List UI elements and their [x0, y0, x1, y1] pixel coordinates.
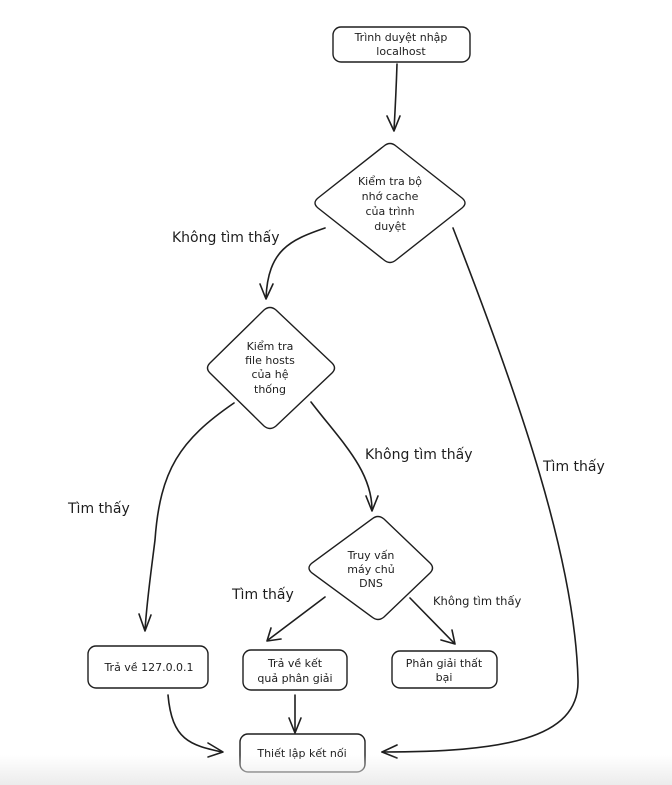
node-check-hosts-line-4: thống: [254, 383, 286, 396]
edge-label-cache-found: Tìm thấy: [542, 459, 605, 475]
arrowhead-icon: [138, 613, 152, 632]
edge-dns-to-result[interactable]: [266, 596, 326, 642]
node-check-hosts-line-2: file hosts: [245, 354, 295, 367]
node-resolve-fail[interactable]: Phân giải thất bại: [391, 650, 498, 689]
edge-hosts-to-local[interactable]: [138, 402, 235, 632]
node-connect-line-1: Thiết lập kết nối: [256, 747, 346, 760]
node-start-line-2: localhost: [376, 45, 426, 58]
edge-cache-to-hosts[interactable]: [259, 227, 326, 300]
node-resolve-fail-line-1: Phân giải thất: [406, 657, 483, 670]
arrowhead-icon: [266, 627, 282, 642]
node-return-result[interactable]: Trả về kết quả phân giải: [242, 649, 348, 691]
node-resolve-fail-line-2: bại: [436, 671, 453, 684]
arrowhead-icon: [386, 115, 401, 132]
node-dns-query-line-1: Truy vấn: [347, 549, 395, 562]
node-dns-query-line-3: DNS: [359, 577, 383, 590]
node-check-cache-line-2: nhớ cache: [362, 190, 419, 203]
node-connect[interactable]: Thiết lập kết nối: [239, 733, 366, 773]
arrowhead-icon: [440, 629, 456, 645]
node-check-hosts-line-3: của hệ: [252, 368, 289, 381]
edge-start-to-cache[interactable]: [386, 63, 401, 132]
node-dns-query-line-2: máy chủ: [347, 563, 394, 576]
edge-dns-to-fail[interactable]: [409, 597, 456, 645]
edge-label-dns-not-found: Không tìm thấy: [433, 594, 522, 608]
edge-local-to-connect[interactable]: [167, 694, 224, 758]
node-check-cache-line-4: duyệt: [374, 220, 406, 233]
node-check-cache-line-1: Kiểm tra bộ: [358, 175, 422, 188]
node-return-result-line-1: Trả về kết: [267, 657, 323, 670]
node-return-local[interactable]: Trả về 127.0.0.1: [87, 645, 209, 689]
edge-label-hosts-not-found: Không tìm thấy: [365, 447, 473, 463]
edge-hosts-to-dns[interactable]: [310, 401, 379, 512]
edge-label-hosts-found: Tìm thấy: [67, 501, 130, 517]
node-dns-query[interactable]: Truy vấn máy chủ DNS: [308, 515, 434, 621]
edge-label-dns-found: Tìm thấy: [231, 587, 294, 603]
node-check-hosts[interactable]: Kiểm tra file hosts của hệ thống: [206, 306, 336, 430]
node-start-line-1: Trình duyệt nhập: [354, 31, 448, 44]
arrowhead-icon: [259, 283, 274, 300]
node-return-result-line-2: quả phân giải: [257, 672, 332, 685]
node-check-cache[interactable]: Kiểm tra bộ nhớ cache của trình duyệt: [314, 142, 466, 264]
arrowhead-icon: [288, 717, 302, 734]
arrowhead-icon: [365, 495, 379, 512]
edge-result-to-connect[interactable]: [288, 694, 302, 734]
node-check-cache-line-3: của trình: [365, 205, 414, 218]
node-return-local-line-1: Trả về 127.0.0.1: [103, 661, 193, 674]
node-check-hosts-line-1: Kiểm tra: [247, 340, 294, 353]
node-start[interactable]: Trình duyệt nhập localhost: [332, 26, 471, 63]
edge-label-cache-not-found: Không tìm thấy: [172, 230, 280, 246]
